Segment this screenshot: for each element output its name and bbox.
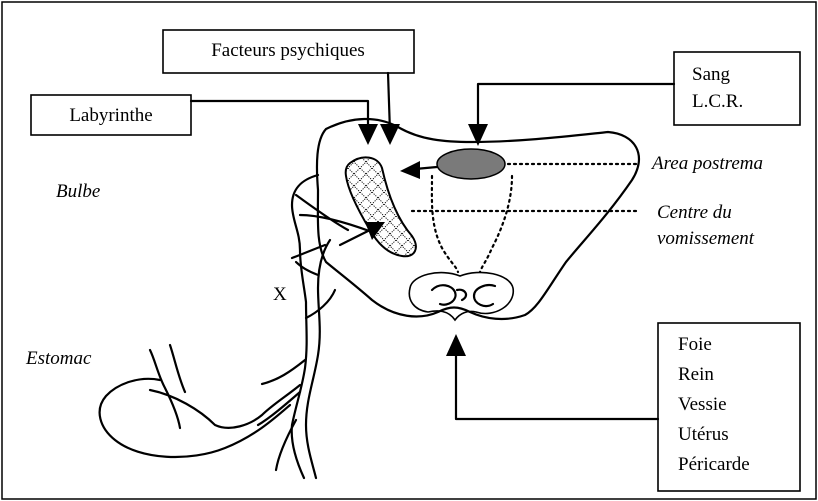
- estomac-label: Estomac: [25, 348, 92, 369]
- arrowhead-labyrinthe: [358, 124, 378, 145]
- x-nerve-label: X: [273, 284, 287, 305]
- bulbe-label: Bulbe: [56, 181, 100, 202]
- arrow-organs: [456, 352, 658, 419]
- stomach-nerve-branches: [258, 360, 305, 470]
- organ-item: Péricarde: [678, 454, 750, 475]
- centre-dotted-left: [432, 176, 458, 272]
- arrowhead-organs: [446, 334, 466, 356]
- area-postrema-ellipse: [437, 149, 505, 179]
- area-postrema-label: Area postrema: [650, 153, 763, 174]
- arrowhead-postrema: [400, 161, 420, 179]
- organ-item: Foie: [678, 334, 712, 355]
- centre-label-line2: vomissement: [657, 228, 755, 249]
- arrow-vagus-to-nucleus: [340, 231, 368, 245]
- centre-label-line1: Centre du: [657, 202, 732, 223]
- arrow-sang: [478, 84, 674, 128]
- arrowhead-facteurs: [380, 124, 400, 145]
- centre-dotted-right: [480, 176, 512, 272]
- organ-item: Rein: [678, 364, 714, 385]
- organ-item: Utérus: [678, 424, 729, 445]
- stomach-fundus: [150, 345, 185, 428]
- facteurs-psychiques-label: Facteurs psychiques: [211, 40, 365, 61]
- vagus-nerve-left: [292, 175, 318, 478]
- bulbe-lower-lobes: [409, 272, 513, 320]
- lcr-label: L.C.R.: [692, 91, 743, 112]
- organ-item: Vessie: [678, 394, 727, 415]
- sang-lcr-box: [674, 52, 800, 125]
- labyrinthe-label: Labyrinthe: [69, 105, 152, 126]
- arrow-labyrinthe: [191, 101, 368, 130]
- bulbe-lower-inner: [432, 285, 495, 306]
- sang-label: Sang: [692, 64, 731, 85]
